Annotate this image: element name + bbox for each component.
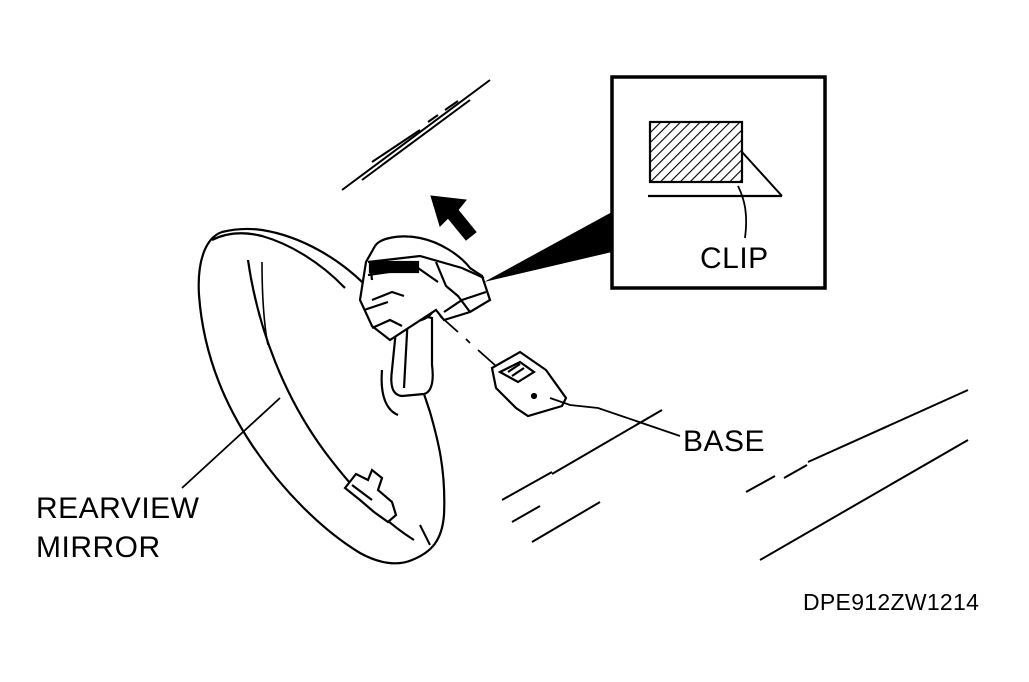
rearview-mirror-label-line2: MIRROR [36,531,161,564]
install-direction-arrow [430,195,477,241]
rearview-mirror-label-line1: REARVIEW [36,492,200,525]
windshield-glass-lines [341,79,969,561]
mirror-leader-line [181,397,281,489]
base-label: BASE [683,425,766,458]
clip-detail-inset [610,75,827,290]
clip-label: CLIP [700,242,769,275]
mounting-base [490,350,568,418]
alignment-line [439,315,497,367]
figure-code: DPE912ZW1214 [803,589,980,615]
base-leader-line [549,397,681,437]
mounting-bracket [358,235,492,342]
callout-wedge [484,212,612,282]
leader-lines [181,397,681,489]
